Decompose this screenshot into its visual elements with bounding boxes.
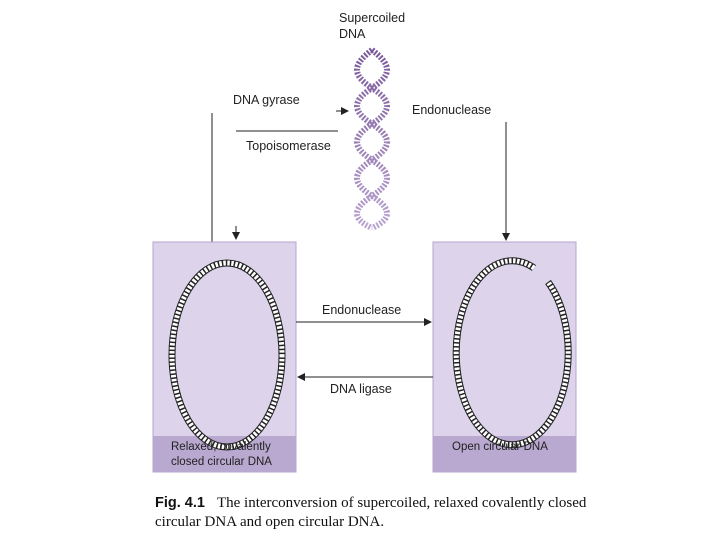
open-dna-panel: Open circular DNA <box>432 241 577 473</box>
supercoiled-label-line-1: Supercoiled <box>339 11 405 25</box>
relaxed-box-label: Relaxed, covalently closed circular DNA <box>171 441 274 468</box>
supercoiled-label-line-2: DNA <box>339 27 366 41</box>
topoisomerase-label: Topoisomerase <box>246 139 331 153</box>
supercoiled-dna-helix <box>354 47 390 231</box>
open-box-label: Open circular DNA <box>452 441 548 453</box>
relaxed-dna-panel: Relaxed, covalently closed circular DNA <box>152 241 297 473</box>
figure-number: Fig. 4.1 <box>155 495 205 511</box>
supercoiled-dna-label: Supercoiled DNA <box>339 11 409 41</box>
endonuclease-top-label: Endonuclease <box>412 103 491 117</box>
relaxed-label-line-1: Relaxed, covalently <box>171 441 271 453</box>
dna-gyrase-label: DNA gyrase <box>233 93 300 107</box>
dna-ligase-label: DNA ligase <box>330 382 392 396</box>
endonuclease-mid-label: Endonuclease <box>322 303 401 317</box>
relaxed-label-line-2: closed circular DNA <box>171 456 272 468</box>
caption-text: The interconversion of supercoiled, rela… <box>155 495 587 530</box>
